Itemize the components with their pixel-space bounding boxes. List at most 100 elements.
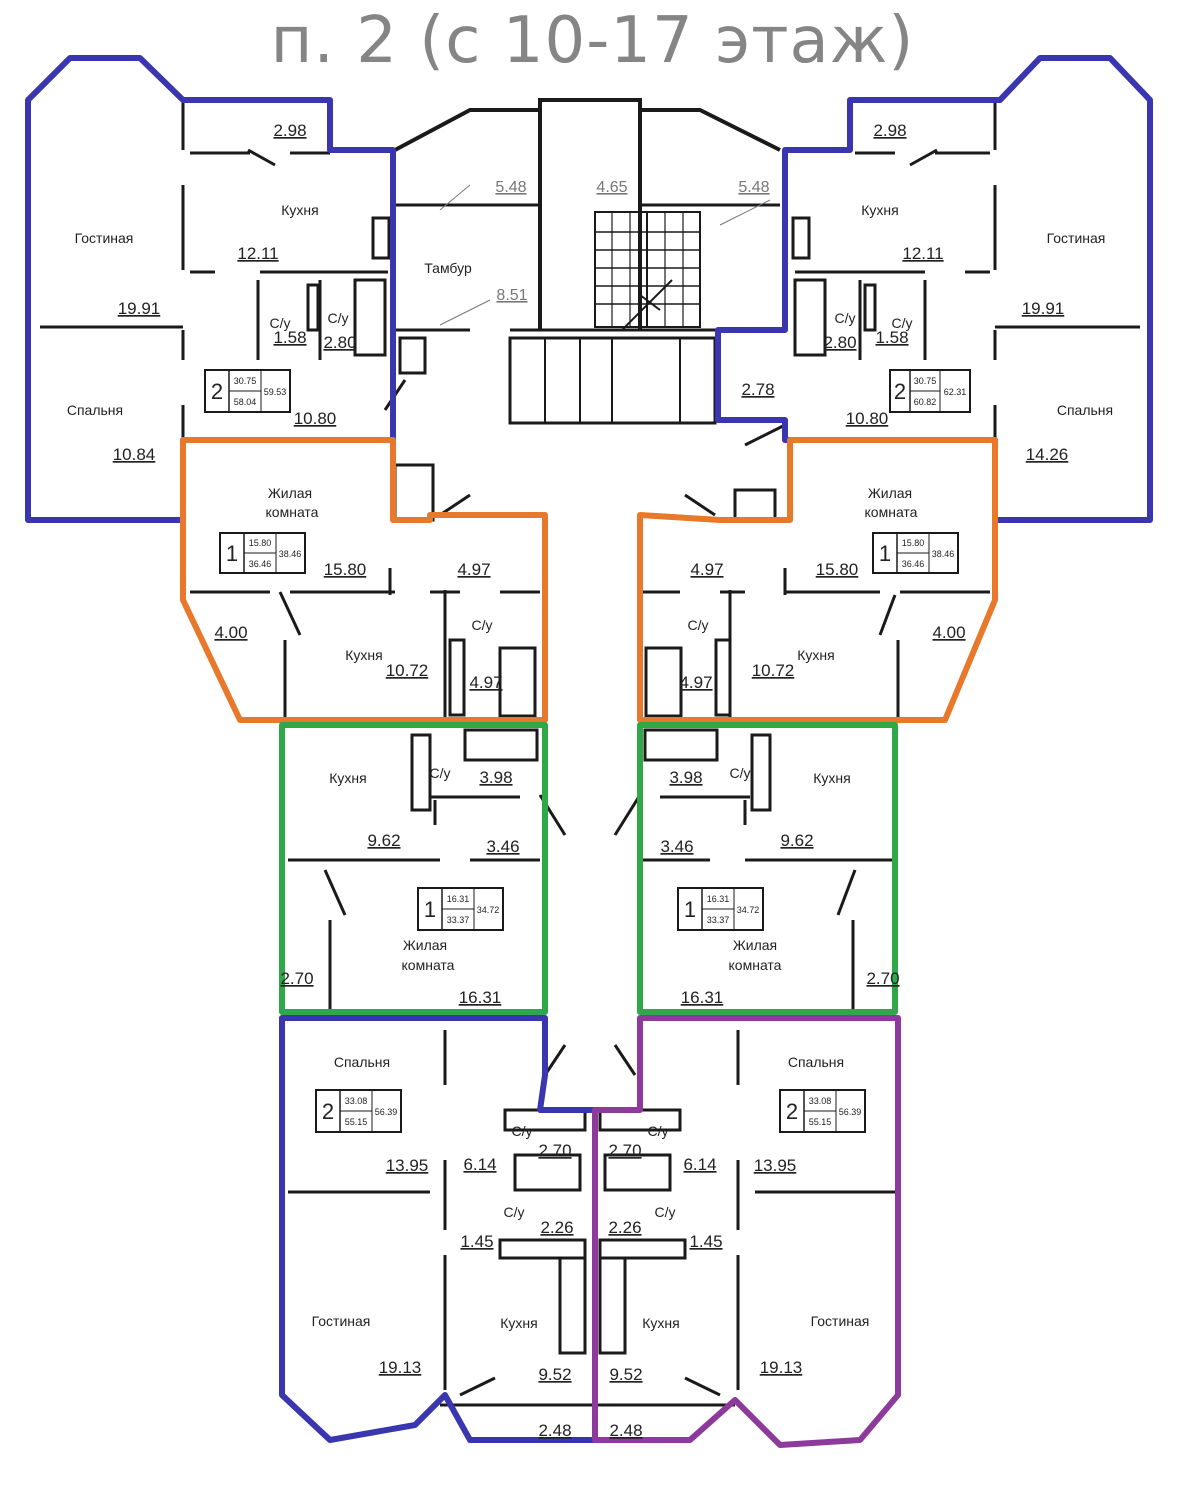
svg-text:Кухня: Кухня — [861, 202, 898, 218]
svg-text:4.97: 4.97 — [457, 560, 490, 579]
svg-text:14.26: 14.26 — [1026, 445, 1069, 464]
svg-text:1.58: 1.58 — [875, 328, 908, 347]
area-label: 5.48 — [738, 179, 769, 196]
svg-text:55.15: 55.15 — [345, 1117, 368, 1127]
svg-text:С/у: С/у — [688, 617, 709, 633]
outline-top-right — [715, 55, 1153, 523]
svg-text:15.80: 15.80 — [324, 560, 367, 579]
outline-bottom-left — [279, 1015, 598, 1443]
apartment-info-box: 1 15.80 36.46 38.46 — [219, 532, 306, 574]
area-label: 2.78 — [741, 380, 774, 399]
apartment-info-box: 2 30.75 58.04 59.53 — [204, 369, 291, 413]
svg-text:34.72: 34.72 — [737, 905, 760, 915]
svg-text:55.15: 55.15 — [809, 1117, 832, 1127]
svg-text:36.46: 36.46 — [902, 559, 925, 569]
svg-text:Кухня: Кухня — [281, 202, 318, 218]
svg-text:9.62: 9.62 — [367, 831, 400, 850]
svg-text:2.70: 2.70 — [608, 1141, 641, 1160]
svg-text:56.39: 56.39 — [839, 1107, 862, 1117]
apartment-info-box: 2 33.08 55.15 56.39 — [779, 1089, 866, 1133]
svg-text:С/у: С/у — [512, 1123, 533, 1139]
svg-text:3.46: 3.46 — [486, 837, 519, 856]
svg-text:33.37: 33.37 — [707, 915, 730, 925]
svg-text:58.04: 58.04 — [234, 397, 257, 407]
svg-text:С/у: С/у — [430, 765, 451, 781]
core-labels: Тамбур 5.48 4.65 5.48 8.51 2.78 — [424, 179, 774, 399]
outline-orange-left — [180, 437, 548, 723]
svg-text:1: 1 — [424, 897, 436, 922]
svg-text:1: 1 — [684, 897, 696, 922]
svg-text:3.98: 3.98 — [479, 768, 512, 787]
svg-text:комната: комната — [729, 957, 782, 973]
svg-text:15.80: 15.80 — [902, 538, 925, 548]
svg-text:Кухня: Кухня — [500, 1315, 537, 1331]
apartment-info-box: 1 16.31 33.37 34.72 — [677, 887, 764, 931]
svg-text:2.98: 2.98 — [873, 121, 906, 140]
svg-text:15.80: 15.80 — [816, 560, 859, 579]
svg-text:3.98: 3.98 — [669, 768, 702, 787]
svg-text:33.37: 33.37 — [447, 915, 470, 925]
svg-text:Кухня: Кухня — [329, 770, 366, 786]
svg-text:9.62: 9.62 — [780, 831, 813, 850]
svg-text:13.95: 13.95 — [386, 1156, 429, 1175]
svg-text:2.70: 2.70 — [866, 969, 899, 988]
svg-text:38.46: 38.46 — [279, 549, 302, 559]
svg-text:33.08: 33.08 — [345, 1096, 368, 1106]
svg-text:комната: комната — [865, 504, 918, 520]
svg-text:2.26: 2.26 — [608, 1218, 641, 1237]
svg-text:19.91: 19.91 — [118, 299, 161, 318]
svg-text:4.00: 4.00 — [214, 623, 247, 642]
svg-text:С/у: С/у — [892, 315, 913, 331]
apartment-orange-right: Жилая комната Кухня С/у 15.80 4.97 4.00 … — [679, 485, 965, 692]
svg-text:15.80: 15.80 — [249, 538, 272, 548]
svg-text:С/у: С/у — [504, 1204, 525, 1220]
svg-text:Жилая: Жилая — [268, 485, 312, 501]
svg-text:62.31: 62.31 — [944, 387, 967, 397]
svg-text:Гостиная: Гостиная — [312, 1313, 371, 1329]
area-label: 4.65 — [596, 179, 627, 196]
svg-text:2.70: 2.70 — [538, 1141, 571, 1160]
svg-text:Жилая: Жилая — [868, 485, 912, 501]
svg-text:2.48: 2.48 — [538, 1421, 571, 1440]
svg-text:10.84: 10.84 — [113, 445, 156, 464]
apartment-green-left: Кухня С/у Жилая комната 3.98 9.62 3.46 2… — [280, 765, 519, 1007]
apartment-info-box: 1 15.80 36.46 38.46 — [872, 532, 959, 574]
svg-text:33.08: 33.08 — [809, 1096, 832, 1106]
svg-text:4.97: 4.97 — [690, 560, 723, 579]
svg-text:2.80: 2.80 — [323, 333, 356, 352]
svg-text:комната: комната — [266, 504, 319, 520]
svg-text:С/у: С/у — [648, 1123, 669, 1139]
svg-text:16.31: 16.31 — [681, 988, 724, 1007]
apartment-info-box: 2 33.08 55.15 56.39 — [315, 1089, 402, 1133]
svg-text:Кухня: Кухня — [797, 647, 834, 663]
svg-text:1: 1 — [879, 541, 891, 566]
svg-text:2: 2 — [786, 1099, 798, 1124]
svg-text:36.46: 36.46 — [249, 559, 272, 569]
tambur-label: Тамбур — [424, 260, 472, 276]
svg-text:34.72: 34.72 — [477, 905, 500, 915]
svg-text:Спальня: Спальня — [788, 1054, 844, 1070]
floor-plan-title: п. 2 (с 10-17 этаж) — [270, 4, 915, 78]
interior-walls — [40, 100, 1140, 1407]
svg-text:2.80: 2.80 — [823, 333, 856, 352]
apartment-orange-left: Жилая комната Кухня С/у 15.80 4.97 4.00 … — [214, 485, 502, 692]
svg-text:Гостиная: Гостиная — [811, 1313, 870, 1329]
svg-text:1: 1 — [226, 541, 238, 566]
outline-bottom-right — [592, 1015, 901, 1448]
apartment-outlines — [25, 55, 1153, 1448]
apartment-green-right: Кухня С/у Жилая комната 3.98 9.62 3.46 2… — [660, 765, 899, 1007]
core-walls — [394, 98, 781, 425]
svg-text:2: 2 — [894, 379, 906, 404]
svg-text:2: 2 — [322, 1099, 334, 1124]
svg-text:Спальня: Спальня — [1057, 402, 1113, 418]
svg-text:19.13: 19.13 — [379, 1358, 422, 1377]
apartment-info-box: 2 30.75 60.82 62.31 — [889, 369, 971, 413]
svg-text:13.95: 13.95 — [754, 1156, 797, 1175]
svg-text:9.52: 9.52 — [538, 1365, 571, 1384]
svg-text:С/у: С/у — [730, 765, 751, 781]
apartment-info-box: 1 16.31 33.37 34.72 — [417, 887, 504, 931]
outline-green-left — [279, 722, 548, 1015]
apartment-bottom-right: Спальня Гостиная Кухня С/у С/у 13.95 6.1… — [608, 1054, 869, 1440]
svg-text:комната: комната — [402, 957, 455, 973]
